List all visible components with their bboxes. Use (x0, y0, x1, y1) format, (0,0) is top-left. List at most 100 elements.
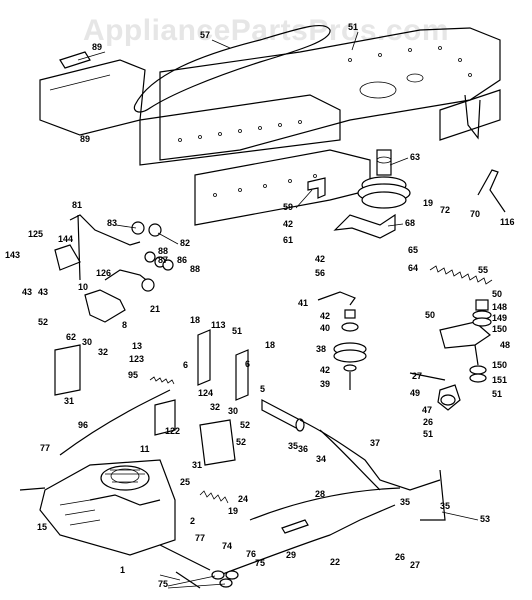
callout-31: 31 (192, 460, 202, 470)
callout-51: 51 (492, 389, 502, 399)
transmission (19, 459, 211, 571)
callout-52: 52 (236, 437, 246, 447)
callout-149: 149 (492, 313, 507, 323)
callout-125: 125 (28, 229, 43, 239)
spring-95 (149, 376, 175, 385)
callout-19: 19 (228, 506, 238, 516)
callout-8: 8 (122, 320, 127, 330)
callout-35: 35 (440, 501, 450, 511)
callout-70: 70 (470, 209, 480, 219)
callout-49: 49 (410, 388, 420, 398)
callout-19: 19 (423, 198, 433, 208)
idler-spring (429, 265, 493, 285)
callout-150: 150 (492, 324, 507, 334)
callout-61: 61 (283, 235, 293, 245)
callout-22: 22 (330, 557, 340, 567)
callout-26: 26 (395, 552, 405, 562)
callout-5: 5 (260, 384, 265, 394)
brake-linkage (409, 299, 492, 411)
callout-63: 63 (410, 152, 420, 162)
callout-24: 24 (238, 494, 248, 504)
bracket-122 (154, 399, 176, 436)
callout-77: 77 (40, 443, 50, 453)
callout-40: 40 (320, 323, 330, 333)
callout-6: 6 (183, 360, 188, 370)
callout-86: 86 (177, 255, 187, 265)
callout-2: 2 (190, 516, 195, 526)
shift-bracket (54, 344, 81, 396)
front-pan (39, 51, 146, 136)
callout-52: 52 (240, 420, 250, 430)
callout-39: 39 (320, 379, 330, 389)
bracket-113 (197, 329, 211, 386)
callout-43: 43 (38, 287, 48, 297)
callout-32: 32 (210, 402, 220, 412)
callout-75: 75 (158, 579, 168, 589)
callout-72: 72 (440, 205, 450, 215)
callout-81: 81 (72, 200, 82, 210)
callout-77: 77 (195, 533, 205, 543)
callout-50: 50 (425, 310, 435, 320)
callout-26: 26 (423, 417, 433, 427)
callout-18: 18 (190, 315, 200, 325)
callout-124: 124 (198, 388, 213, 398)
callout-74: 74 (222, 541, 232, 551)
callout-89: 89 (80, 134, 90, 144)
callout-labels: 57 51 89 89 63 59 42 61 19 72 70 116 68 … (5, 22, 515, 589)
callout-42: 42 (283, 219, 293, 229)
callout-21: 21 (150, 304, 160, 314)
callout-144: 144 (58, 234, 73, 244)
callout-29: 29 (286, 550, 296, 560)
callout-87: 87 (158, 255, 168, 265)
leader-lines (77, 31, 479, 589)
callout-57: 57 (200, 30, 210, 40)
callout-96: 96 (78, 420, 88, 430)
callout-31: 31 (64, 396, 74, 406)
callout-41: 41 (298, 298, 308, 308)
callout-30: 30 (228, 406, 238, 416)
callout-42: 42 (320, 365, 330, 375)
callout-11: 11 (140, 444, 150, 454)
callout-148: 148 (492, 302, 507, 312)
callout-25: 25 (180, 477, 190, 487)
callout-35: 35 (288, 441, 298, 451)
idler-bracket (333, 213, 396, 239)
callout-35: 35 (400, 497, 410, 507)
callout-48: 48 (500, 340, 510, 350)
callout-37: 37 (370, 438, 380, 448)
callout-143: 143 (5, 250, 20, 260)
callout-38: 38 (316, 344, 326, 354)
callout-51: 51 (423, 429, 433, 439)
axle-hardware (175, 570, 239, 589)
frame-assembly (139, 27, 501, 226)
callout-34: 34 (316, 454, 326, 464)
callout-56: 56 (315, 268, 325, 278)
callout-50: 50 (492, 289, 502, 299)
callout-76: 76 (246, 549, 256, 559)
callout-1: 1 (120, 565, 125, 575)
idler-pulley-stack (317, 291, 367, 390)
callout-18: 18 (265, 340, 275, 350)
callout-27: 27 (410, 560, 420, 570)
rod-29 (281, 519, 309, 534)
callout-36: 36 (298, 444, 308, 454)
clutch-rod (477, 169, 506, 213)
callout-55: 55 (478, 265, 488, 275)
callout-123: 123 (129, 354, 144, 364)
drive-belt (133, 24, 331, 113)
callout-95: 95 (128, 370, 138, 380)
callout-52: 52 (38, 317, 48, 327)
axle-rods (261, 399, 446, 521)
callout-64: 64 (408, 263, 418, 273)
callout-82: 82 (180, 238, 190, 248)
callout-42: 42 (315, 254, 325, 264)
callout-126: 126 (96, 268, 111, 278)
callout-42: 42 (320, 311, 330, 321)
callout-83: 83 (107, 218, 117, 228)
callout-150: 150 (492, 360, 507, 370)
callout-15: 15 (37, 522, 47, 532)
bracket-59 (307, 177, 326, 199)
callout-116: 116 (500, 217, 515, 227)
callout-113: 113 (211, 320, 226, 330)
callout-10: 10 (78, 282, 88, 292)
